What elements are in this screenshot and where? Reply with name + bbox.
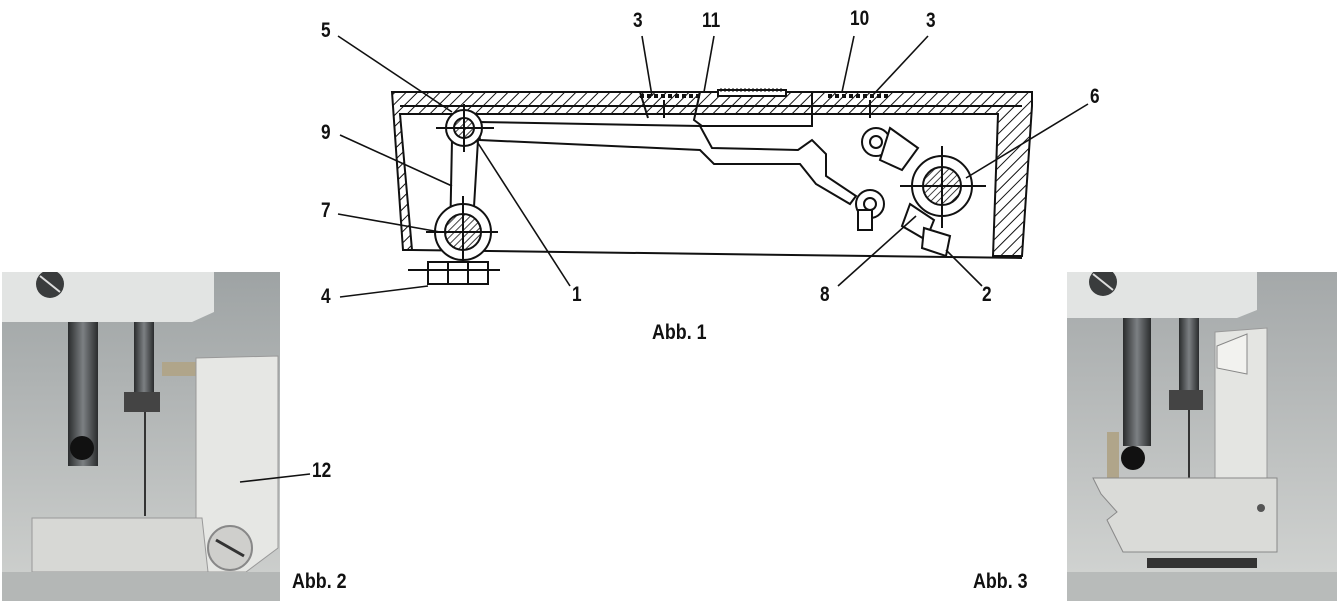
abb3-caption: Abb. 3 (973, 570, 1028, 593)
feed-bar (476, 120, 858, 206)
callout-1: 1 (572, 283, 582, 306)
abb3-photo (1067, 272, 1337, 601)
needle-plate (639, 88, 890, 127)
callout-9: 9 (321, 121, 331, 144)
abb1-caption: Abb. 1 (652, 321, 707, 344)
callout-5: 5 (321, 19, 331, 42)
abb2-photo (2, 272, 280, 601)
callout-6: 6 (1090, 85, 1100, 108)
callout-7: 7 (321, 199, 331, 222)
left-shaft-assembly (408, 104, 500, 285)
abb2-caption: Abb. 2 (292, 570, 347, 593)
abb2-illustration (2, 272, 280, 601)
callout-10: 10 (850, 7, 870, 30)
right-shaft-assembly (855, 126, 986, 258)
callout-2: 2 (982, 283, 992, 306)
callout-4: 4 (321, 285, 331, 308)
callout-12: 12 (312, 459, 332, 482)
abb3-illustration (1067, 272, 1337, 601)
bed-plate-housing (390, 91, 1033, 259)
callout-8: 8 (820, 283, 830, 306)
callout-3-right: 3 (926, 9, 936, 32)
callout-11: 11 (702, 9, 721, 32)
callout-3-left: 3 (633, 9, 643, 32)
leader-lines (337, 35, 1089, 298)
